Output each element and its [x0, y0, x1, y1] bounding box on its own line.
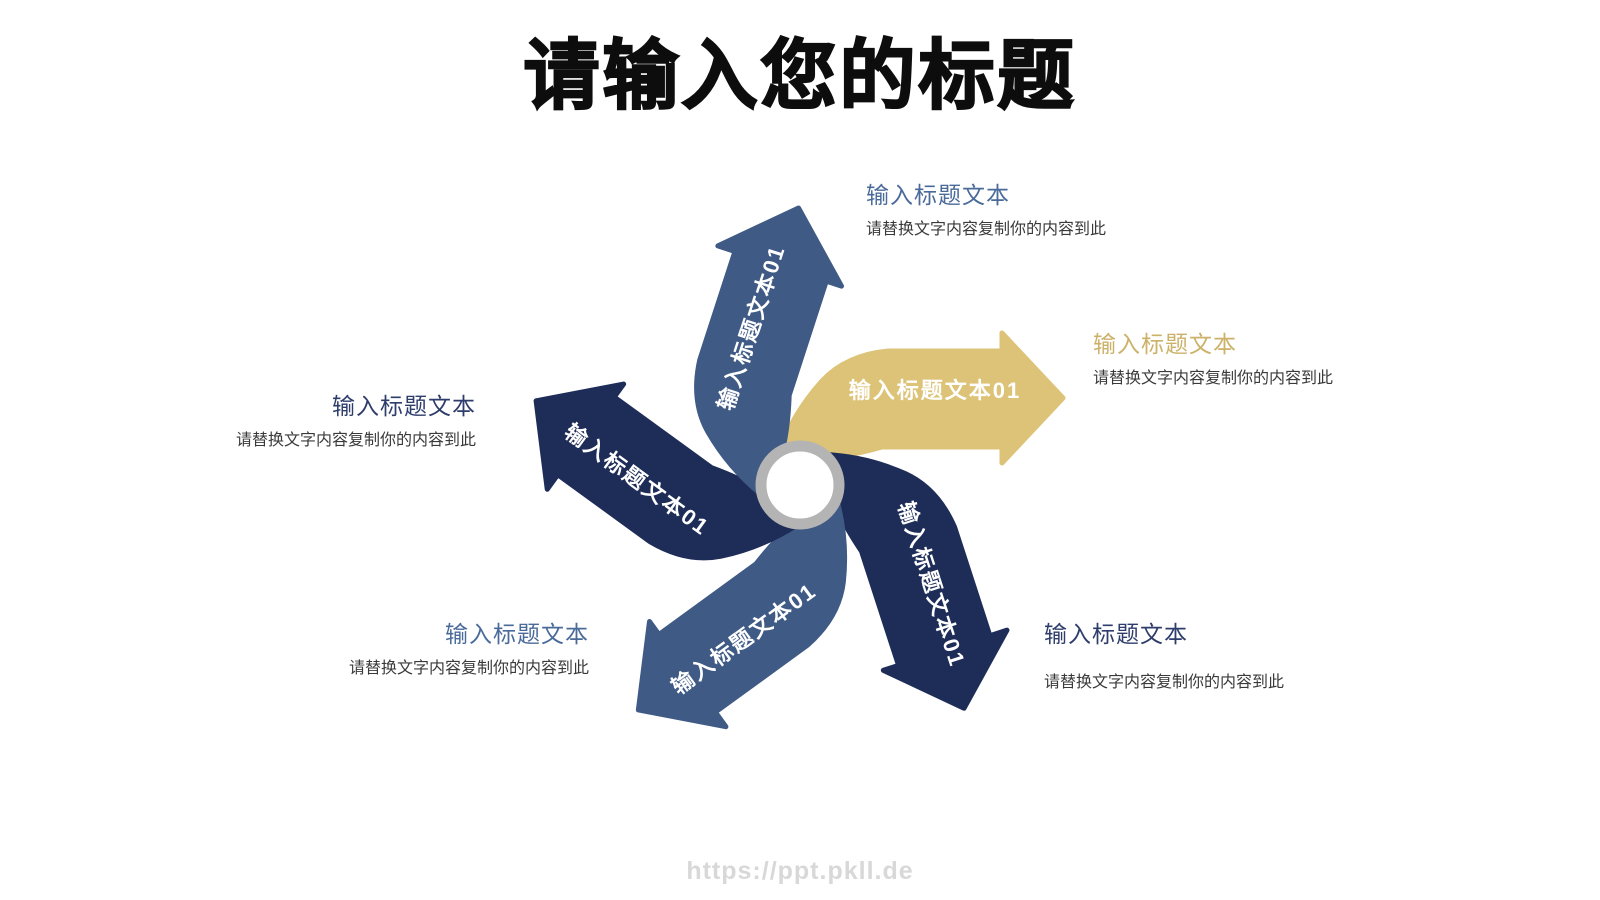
callout-right: 输入标题文本 请替换文字内容复制你的内容到此	[1093, 331, 1523, 388]
callout-title: 输入标题文本	[332, 393, 476, 419]
center-ring-mask	[766, 451, 834, 519]
callout-bottom-left: 输入标题文本 请替换文字内容复制你的内容到此	[169, 621, 589, 678]
ring-circle-icon	[755, 440, 845, 530]
callout-description: 请替换文字内容复制你的内容到此	[866, 221, 1107, 239]
slide-title: 请输入您的标题	[523, 33, 1077, 120]
callout-title: 输入标题文本	[1093, 331, 1237, 357]
callout-description: 请替换文字内容复制你的内容到此	[235, 432, 476, 450]
callout-description: 请替换文字内容复制你的内容到此	[348, 660, 589, 678]
watermark-url: https://ppt.pkll.de	[686, 857, 914, 885]
callout-title: 输入标题文本	[1044, 621, 1188, 647]
callout-bottom-right: 输入标题文本 请替换文字内容复制你的内容到此	[1044, 621, 1474, 692]
callout-title: 输入标题文本	[866, 182, 1010, 208]
arrow-right-label: 输入标题文本01	[849, 378, 1021, 403]
callout-title: 输入标题文本	[445, 621, 589, 647]
callout-top-right: 输入标题文本 请替换文字内容复制你的内容到此	[866, 182, 1286, 239]
callout-left: 输入标题文本 请替换文字内容复制你的内容到此	[56, 393, 476, 450]
callout-description: 请替换文字内容复制你的内容到此	[1044, 674, 1285, 692]
callout-description: 请替换文字内容复制你的内容到此	[1093, 370, 1334, 388]
